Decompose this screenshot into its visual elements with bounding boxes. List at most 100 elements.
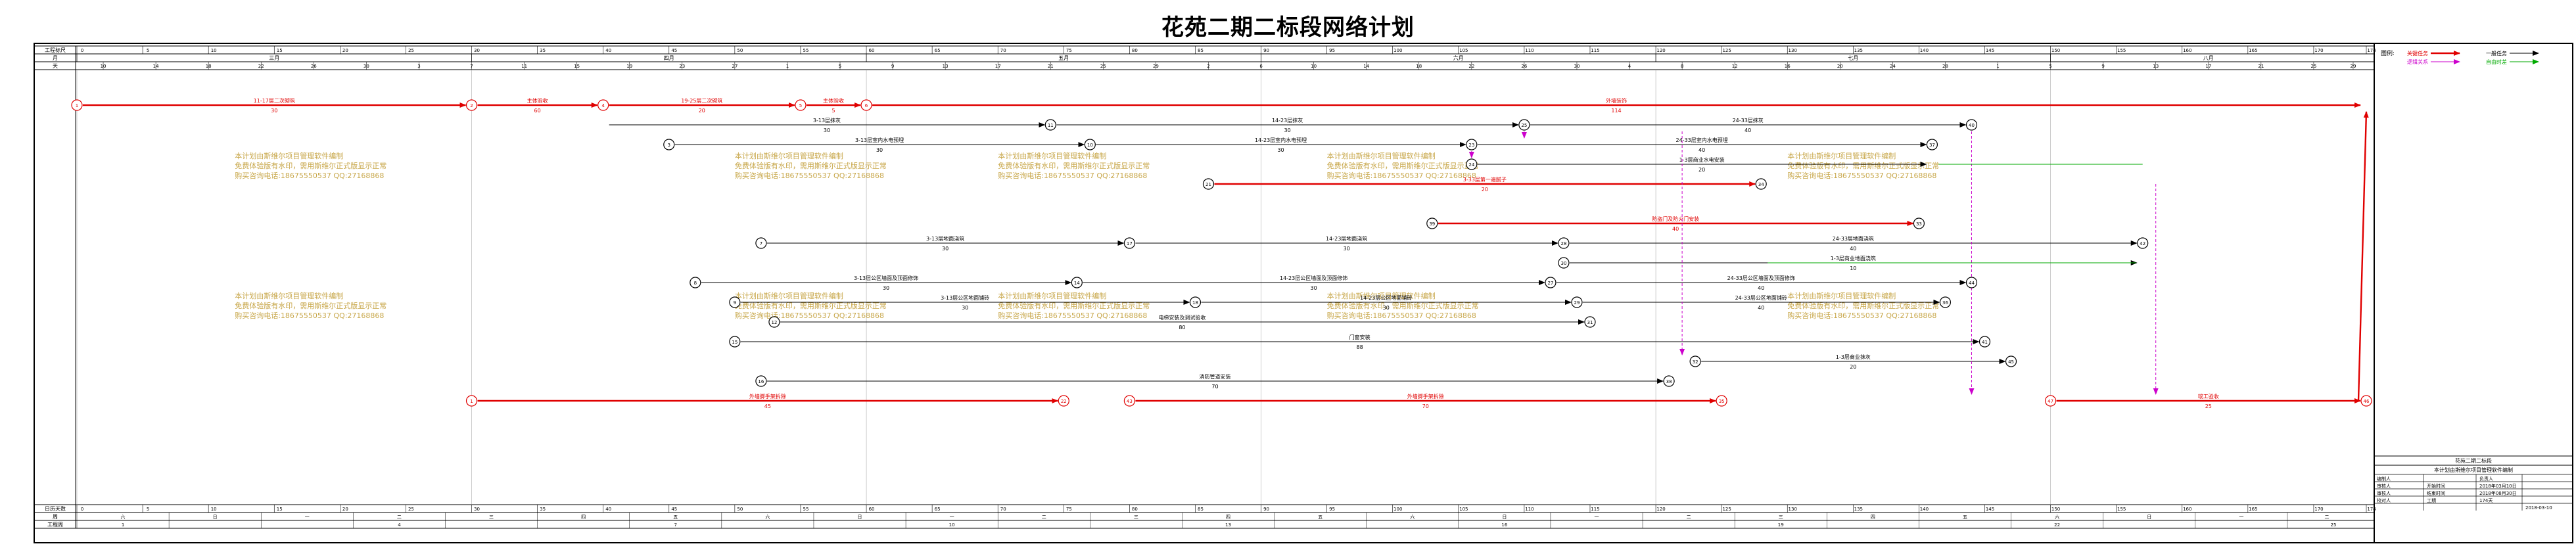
- event-node-number: 36: [1942, 300, 1948, 306]
- activity-label: 24-33层室内水电预埋: [1676, 137, 1728, 143]
- critical-link: [2357, 111, 2369, 401]
- scale-tick-label-bottom: 100: [1393, 507, 1402, 512]
- watermark-text: 本计划由斯维尔项目管理软件编制: [735, 291, 843, 300]
- event-node: [729, 296, 741, 308]
- event-node: [1979, 336, 1991, 348]
- weekday-label: 一: [2239, 514, 2243, 520]
- scale-tick-label: 0: [81, 48, 83, 53]
- event-node-number: 7: [760, 241, 762, 246]
- watermark-text: 免费体验版有水印，需用斯维尔正式版显示正常: [235, 161, 386, 170]
- scale-tick-label-bottom: 170: [2314, 507, 2323, 512]
- day-label: 14: [1363, 64, 1369, 69]
- scale-tick-label-bottom: 85: [1198, 507, 1204, 512]
- watermark-text: 本计划由斯维尔项目管理软件编制: [1327, 151, 1436, 160]
- activity-label: 24-33层公区墙面及顶面修饰: [1727, 275, 1795, 281]
- event-node-number: 43: [1127, 399, 1133, 404]
- info-cell: 审核人: [2377, 483, 2391, 489]
- activity-duration: 70: [1211, 384, 1218, 390]
- activity-duration: 20: [699, 108, 705, 114]
- activity-label: 24-33层公区地面铺砖: [1735, 294, 1787, 301]
- event-node-number: 34: [1758, 182, 1764, 187]
- activity-label: 3-13层地面浇筑: [926, 235, 964, 242]
- weekday-label: 一: [950, 514, 954, 520]
- event-node-number: 24: [1468, 162, 1474, 168]
- watermark-text: 本计划由斯维尔项目管理软件编制: [998, 291, 1106, 300]
- day-label: 14: [153, 64, 159, 69]
- event-node-number: 45: [2008, 359, 2014, 365]
- event-node: [465, 395, 478, 407]
- scale-tick-label: 125: [1722, 48, 1731, 53]
- scale-tick-label: 40: [605, 48, 611, 53]
- activity-label: 3-13层室内水电预埋: [855, 137, 904, 143]
- row-label-month: 月: [53, 55, 58, 61]
- activity-duration: 30: [1277, 147, 1284, 153]
- scale-tick-label: 100: [1393, 48, 1402, 53]
- watermark-text: 免费体验版有水印，需用斯维尔正式版显示正常: [735, 161, 887, 170]
- weekday-label: 六: [121, 514, 126, 520]
- scale-tick-label: 50: [737, 48, 743, 53]
- legend-item-label: 自由时差: [2486, 58, 2507, 65]
- scale-tick-label: 30: [474, 48, 480, 53]
- scale-tick-label: 20: [342, 48, 348, 53]
- watermark-text: 购买咨询电话:18675550537 QQ:27168868: [1327, 171, 1476, 180]
- event-node-number: 21: [1206, 182, 1211, 187]
- watermark-text: 免费体验版有水印，需用斯维尔正式版显示正常: [1787, 161, 1939, 170]
- activity-label: 竣工验收: [2198, 393, 2219, 400]
- day-label: 5: [2049, 64, 2051, 69]
- activity-label: 14-23层地面浇筑: [1326, 235, 1367, 242]
- activity-duration: 40: [1672, 226, 1679, 232]
- day-label: 11: [521, 64, 527, 69]
- scale-tick-label: 60: [869, 48, 875, 53]
- info-cell: 校对人: [2377, 497, 2391, 503]
- watermark-text: 本计划由斯维尔项目管理软件编制: [235, 291, 343, 300]
- scale-tick-label-bottom: 140: [1920, 507, 1929, 512]
- weekday-label: 一: [305, 514, 310, 520]
- event-node-number: 22: [1061, 399, 1067, 404]
- event-node: [1558, 257, 1570, 269]
- scale-tick-label: 115: [1591, 48, 1599, 53]
- watermark-text: 本计划由斯维尔项目管理软件编制: [1787, 151, 1896, 160]
- event-node: [860, 99, 872, 111]
- activity-duration: 30: [824, 127, 830, 133]
- event-node: [755, 237, 767, 249]
- activity-label: 3-33层第一遍腻子: [1463, 176, 1507, 183]
- activity-duration: 40: [1758, 305, 1764, 311]
- activity-label: 电梯安装及调试验收: [1158, 314, 1206, 321]
- event-node-number: 5: [799, 103, 802, 108]
- month-label: 五月: [1058, 55, 1069, 61]
- event-node: [1084, 139, 1096, 150]
- scale-tick-label: 160: [2183, 48, 2191, 53]
- watermark-text: 本计划由斯维尔项目管理软件编制: [235, 151, 343, 160]
- week-number-label: 22: [2054, 522, 2060, 528]
- scale-tick-label-bottom: 10: [211, 507, 217, 512]
- weekday-label: 二: [2324, 514, 2329, 520]
- activity-duration: 40: [1698, 147, 1705, 153]
- scale-tick-label: 80: [1132, 48, 1138, 53]
- scale-tick-label: 90: [1263, 48, 1269, 53]
- scale-tick-label: 45: [671, 48, 677, 53]
- day-label: 30: [1574, 64, 1580, 69]
- scale-tick-label: 165: [2249, 48, 2257, 53]
- activity-duration: 20: [1482, 187, 1488, 193]
- scale-tick-label: 15: [277, 48, 283, 53]
- day-label: 7: [470, 64, 473, 69]
- info-cell: 工期: [2427, 498, 2436, 503]
- activity-label: 3-13层公区墙面及顶面修饰: [854, 275, 918, 281]
- activity-duration: 30: [1284, 127, 1290, 133]
- event-node: [1965, 277, 1978, 288]
- watermark-text: 本计划由斯维尔项目管理软件编制: [735, 151, 843, 160]
- event-node: [690, 277, 701, 288]
- event-node-number: 3: [668, 143, 670, 148]
- day-label: 29: [1153, 64, 1159, 69]
- event-node: [1939, 296, 1952, 308]
- scale-tick-label: 70: [1000, 48, 1006, 53]
- event-node: [1965, 119, 1978, 131]
- event-node: [795, 99, 807, 111]
- info-cell: 开始时间: [2427, 483, 2445, 489]
- watermark-text: 本计划由斯维尔项目管理软件编制: [1787, 291, 1896, 300]
- watermark-text: 免费体验版有水印，需用斯维尔正式版显示正常: [998, 161, 1150, 170]
- scale-tick-label-bottom: 20: [342, 507, 348, 512]
- month-label: 七月: [1848, 55, 1858, 61]
- scale-tick-label-bottom: 110: [1525, 507, 1534, 512]
